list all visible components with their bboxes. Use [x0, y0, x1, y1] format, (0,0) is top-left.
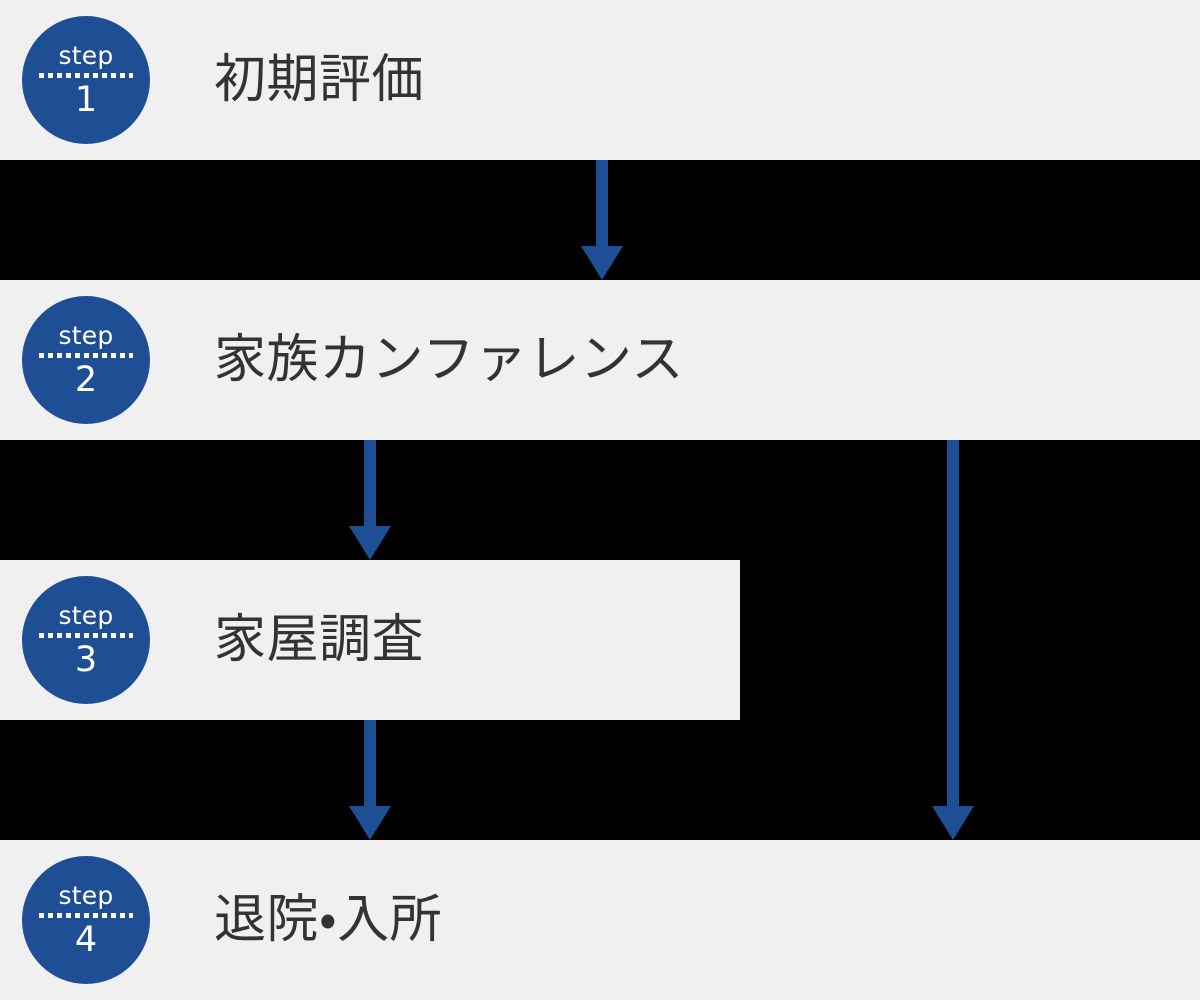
step-badge-2: step 2	[22, 296, 150, 424]
dotted-divider-icon	[39, 632, 133, 638]
step-badge-4: step 4	[22, 856, 150, 984]
arrow-step2-to-step3-icon	[349, 440, 391, 560]
step-badge-number-1: 1	[74, 79, 98, 120]
step-badge-label-4: step	[58, 880, 114, 910]
step-title-3: 家屋調査	[214, 609, 425, 670]
arrow-step2-to-step4-bypass-icon	[932, 440, 974, 840]
arrow-step3-to-step4-icon	[349, 720, 391, 840]
dotted-divider-icon	[39, 352, 133, 358]
arrow-step1-to-step2-icon	[581, 160, 623, 280]
step-badge-label-1: step	[58, 40, 114, 70]
step-title-4: 退院・入所	[214, 889, 443, 950]
step-title-2: 家族カンファレンス	[214, 329, 684, 390]
step-card-3[interactable]: step 3 家屋調査	[0, 560, 740, 720]
step-card-1[interactable]: step 1 初期評価	[0, 0, 1200, 160]
dotted-divider-icon	[39, 912, 133, 918]
step-badge-number-4: 4	[74, 919, 98, 960]
step-badge-number-2: 2	[74, 359, 98, 400]
step-badge-label-2: step	[58, 320, 114, 350]
step-card-4[interactable]: step 4 退院・入所	[0, 840, 1200, 1000]
step-badge-1: step 1	[22, 16, 150, 144]
step-title-1: 初期評価	[214, 49, 425, 110]
step-badge-number-3: 3	[74, 639, 98, 680]
dotted-divider-icon	[39, 72, 133, 78]
step-badge-3: step 3	[22, 576, 150, 704]
step-card-2[interactable]: step 2 家族カンファレンス	[0, 280, 1200, 440]
step-badge-label-3: step	[58, 600, 114, 630]
